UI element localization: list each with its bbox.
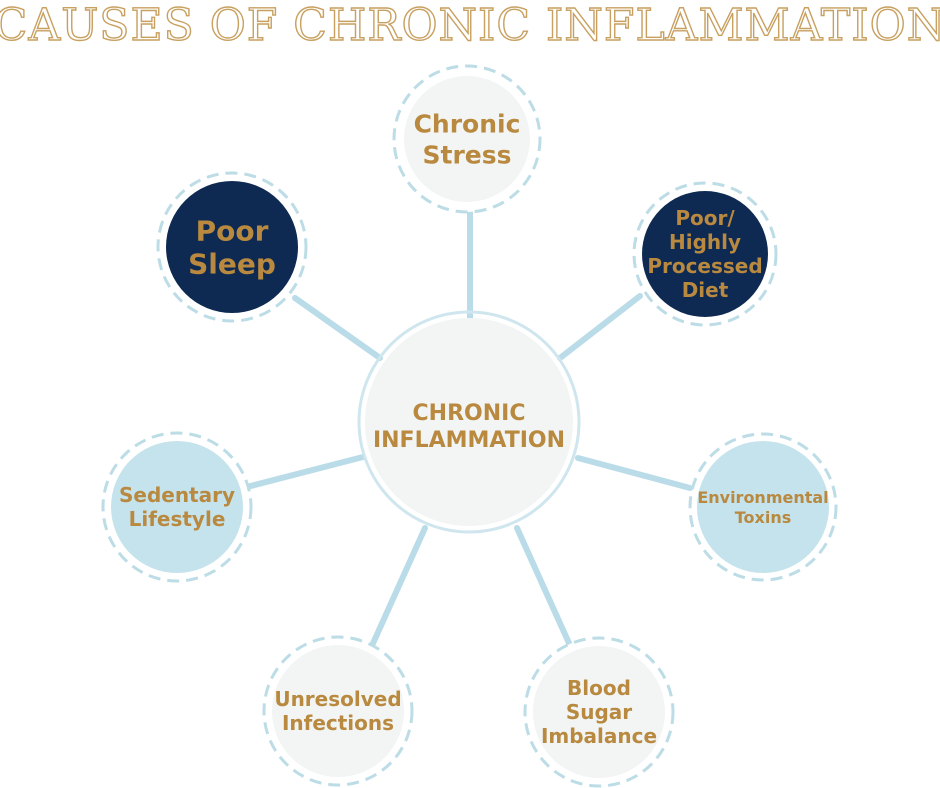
cause-label-line: Infections <box>282 711 394 735</box>
cause-label-line: Processed <box>647 254 762 278</box>
cause-label-line: Poor/ <box>675 206 735 230</box>
cause-circle <box>166 181 298 313</box>
cause-circle <box>533 646 665 778</box>
connectors <box>240 209 693 655</box>
cause-circle <box>642 191 768 317</box>
center-ring <box>357 310 581 534</box>
cause-label-line: Chronic <box>414 110 521 139</box>
cause-label-line: Blood <box>567 676 631 700</box>
page-title: CAUSES OF CHRONIC INFLAMMATION <box>0 0 940 51</box>
connector-environmental-toxins <box>575 455 693 491</box>
cause-label-line: Stress <box>422 141 511 170</box>
cause-label-line: Highly <box>669 230 741 254</box>
cause-label-line: Toxins <box>735 508 792 527</box>
connector-unresolved-infections <box>367 525 428 653</box>
cause-circle <box>111 441 243 573</box>
cause-label-line: Diet <box>682 278 729 302</box>
cause-label-line: Lifestyle <box>129 507 226 531</box>
cause-circle <box>272 645 404 777</box>
cause-label-line: Sleep <box>188 248 276 281</box>
center-circle <box>365 318 573 526</box>
cause-label-line: Environmental <box>697 488 828 507</box>
cause-nodes: ChronicStressPoor/HighlyProcessedDietEnv… <box>101 64 838 788</box>
cause-circle <box>697 441 829 573</box>
connector-poor-sleep <box>292 295 383 361</box>
cause-label-line: Sedentary <box>119 483 235 507</box>
cause-label-line: Unresolved <box>274 687 401 711</box>
cause-circle <box>404 76 530 202</box>
cause-label-line: Sugar <box>566 700 632 724</box>
cause-label-line: Poor <box>196 215 269 248</box>
connector-poor-diet <box>557 293 643 361</box>
cause-label-line: Imbalance <box>541 724 657 748</box>
connector-sedentary-lifestyle <box>240 454 366 491</box>
connector-blood-sugar-imbalance <box>514 525 576 655</box>
center-label-line: INFLAMMATION <box>373 428 565 453</box>
center-label-line: CHRONIC <box>413 401 526 426</box>
